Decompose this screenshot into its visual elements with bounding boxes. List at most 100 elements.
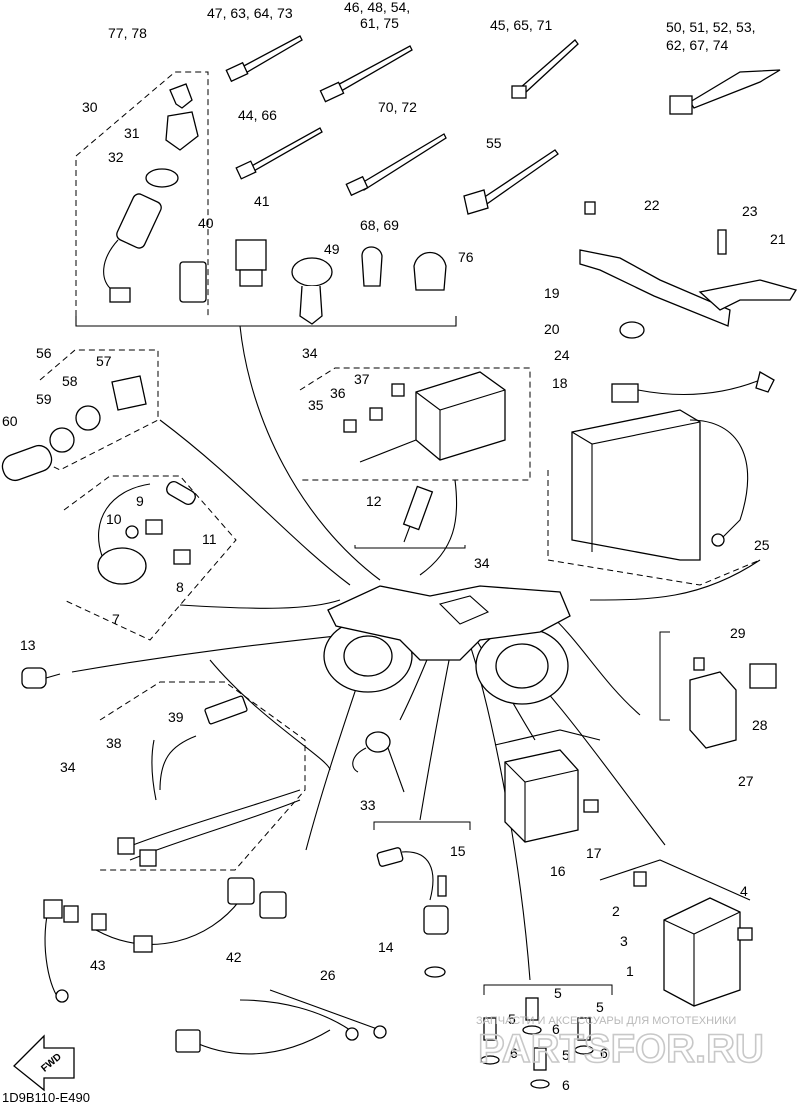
callout: 31 xyxy=(124,125,140,141)
callout: 32 xyxy=(108,149,124,165)
callout: 56 xyxy=(36,345,52,361)
callout: 11 xyxy=(202,531,217,547)
callout: 58 xyxy=(62,373,78,389)
callout: 19 xyxy=(544,285,560,301)
speed-sensor xyxy=(376,847,449,978)
callout: 25 xyxy=(754,537,770,553)
callout: 62, 67, 74 xyxy=(666,37,728,53)
callout: 26 xyxy=(320,967,336,983)
callout: 35 xyxy=(308,397,324,413)
group-box-ignition xyxy=(63,475,237,641)
ignition-coil xyxy=(97,480,196,585)
callout: 15 xyxy=(450,843,466,859)
callout: 5 xyxy=(508,1011,516,1027)
callout: 4 xyxy=(740,883,748,899)
callout: 33 xyxy=(360,797,376,813)
callout: 39 xyxy=(168,709,184,725)
fuse-box xyxy=(343,371,506,463)
neutral-switch xyxy=(352,731,405,793)
group-box-wire-harness xyxy=(99,681,306,871)
callout: 60 xyxy=(2,413,18,429)
callout: 9 xyxy=(136,493,144,509)
callout: 77, 78 xyxy=(108,25,147,41)
battery-bracket xyxy=(579,201,797,339)
group-box-cdi xyxy=(599,859,751,901)
callout: 50, 51, 52, 53, xyxy=(666,19,756,35)
callout: 21 xyxy=(770,231,786,247)
callout: 44, 66 xyxy=(238,107,277,123)
callout: 5 xyxy=(554,985,562,1001)
group-box-relay xyxy=(659,631,670,721)
group-box-fuse xyxy=(299,367,531,481)
callout: 68, 69 xyxy=(360,217,399,233)
callout: 10 xyxy=(106,511,122,527)
group-box-battery xyxy=(547,470,761,586)
callout: 3 xyxy=(620,933,628,949)
callout: 27 xyxy=(738,773,754,789)
callout: 28 xyxy=(752,717,768,733)
callout: 22 xyxy=(644,197,660,213)
callout: 41 xyxy=(254,193,270,209)
battery xyxy=(571,371,775,561)
fwd-arrow: FWD xyxy=(13,1034,75,1092)
callout: 34 xyxy=(302,345,318,361)
callout: 1 xyxy=(626,963,634,979)
callout: 6 xyxy=(562,1077,570,1093)
callout: 47, 63, 64, 73 xyxy=(207,5,293,21)
callout: 20 xyxy=(544,321,560,337)
callout: 23 xyxy=(742,203,758,219)
cdi-unit xyxy=(633,871,753,1007)
callout: 12 xyxy=(366,493,382,509)
callout: 61, 75 xyxy=(360,15,399,31)
callout: 57 xyxy=(96,353,112,369)
grip-warmer-parts xyxy=(1,375,147,482)
callout: 13 xyxy=(20,637,36,653)
main-switch-assembly xyxy=(103,83,199,303)
group-box-plug xyxy=(354,545,466,549)
callout: 5 xyxy=(596,999,604,1015)
group-box-bolts xyxy=(483,984,613,995)
callout: 46, 48, 54, xyxy=(344,0,410,15)
callout: 16 xyxy=(550,863,566,879)
drawing-code: 1D9B110-E490 xyxy=(2,1090,90,1105)
bolts-and-washers xyxy=(480,997,594,1089)
callout-labels: 77, 78 30 31 32 47, 63, 64, 73 46, 48, 5… xyxy=(2,0,786,1093)
callout: 45, 65, 71 xyxy=(490,17,552,33)
callout: 42 xyxy=(226,949,242,965)
rectifier-regulator xyxy=(504,749,599,843)
callout: 17 xyxy=(586,845,602,861)
callout: 24 xyxy=(554,347,570,363)
callout: 2 xyxy=(612,903,620,919)
callout: 29 xyxy=(730,625,746,641)
watermark-tagline: ЗАПЧАСТИ И АКСЕССУАРЫ ДЛЯ МОТОТЕХНИКИ xyxy=(476,1015,736,1027)
callout: 6 xyxy=(552,1021,560,1037)
sub-harnesses xyxy=(43,877,287,1003)
callout: 6 xyxy=(510,1045,518,1061)
callout: 55 xyxy=(486,135,502,151)
callout: 36 xyxy=(330,385,346,401)
callout: 34 xyxy=(474,555,490,571)
callout: 7 xyxy=(112,611,120,627)
group-box-grip-warmer xyxy=(39,349,159,471)
callout: 34 xyxy=(60,759,76,775)
atv-vehicle xyxy=(323,585,571,705)
watermark-site: PARTSFOR.RU xyxy=(478,1027,764,1071)
callout: 38 xyxy=(106,735,122,751)
battery-cable xyxy=(175,989,387,1055)
callout: 14 xyxy=(378,939,394,955)
callout: 6 xyxy=(600,1045,608,1061)
callout: 40 xyxy=(198,215,214,231)
callout: 18 xyxy=(552,375,568,391)
callout: 59 xyxy=(36,391,52,407)
callout: 30 xyxy=(82,99,98,115)
group-box-main-switch xyxy=(75,71,457,327)
thermo-switch xyxy=(21,667,61,689)
wire-harness-sub xyxy=(117,695,301,867)
group-box-sensor xyxy=(373,821,471,830)
callout: 8 xyxy=(176,579,184,595)
starter-relay xyxy=(689,657,777,749)
cable-ties xyxy=(225,35,781,215)
callout: 37 xyxy=(354,371,370,387)
group-box-rectifier xyxy=(494,729,601,746)
